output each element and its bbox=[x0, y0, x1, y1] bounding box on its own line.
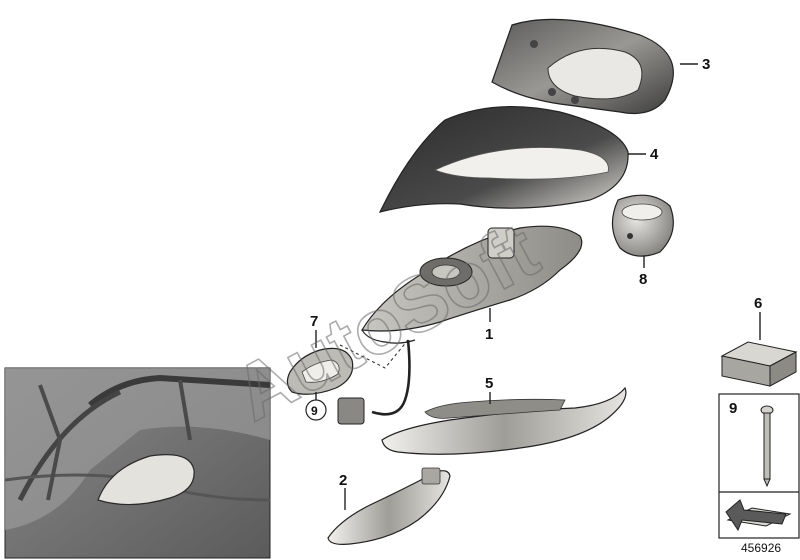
callout-5[interactable]: 5 bbox=[485, 375, 493, 392]
callout-2[interactable]: 2 bbox=[339, 472, 347, 489]
part-9-screw[interactable] bbox=[760, 405, 774, 488]
callout-3[interactable]: 3 bbox=[702, 56, 710, 73]
arrow-forward-icon[interactable] bbox=[725, 499, 792, 532]
part-2-lower-cover[interactable] bbox=[327, 467, 451, 545]
callout-4[interactable]: 4 bbox=[650, 146, 659, 163]
part-5-trim-strip[interactable] bbox=[381, 386, 627, 455]
part-7-gasket[interactable] bbox=[286, 339, 409, 395]
callout-6[interactable]: 6 bbox=[754, 295, 762, 312]
mirror-on-car bbox=[97, 454, 195, 506]
part-8-mirror-motor[interactable] bbox=[611, 194, 674, 257]
callout-9-circled: 9 bbox=[311, 404, 318, 418]
callout-9[interactable]: 9 bbox=[729, 400, 737, 417]
part-1-mirror-base[interactable] bbox=[337, 225, 583, 425]
callout-7[interactable]: 7 bbox=[310, 313, 318, 330]
vehicle-photo-inset bbox=[4, 367, 271, 559]
part-4-mirror-housing[interactable] bbox=[378, 105, 629, 213]
diagram-id: 456926 bbox=[741, 541, 781, 555]
callout-8[interactable]: 8 bbox=[639, 271, 647, 288]
part-6-package-box[interactable] bbox=[720, 341, 798, 387]
part-3-mirror-cap[interactable] bbox=[491, 18, 674, 115]
connector-plug bbox=[337, 397, 365, 425]
callout-1[interactable]: 1 bbox=[485, 326, 493, 343]
